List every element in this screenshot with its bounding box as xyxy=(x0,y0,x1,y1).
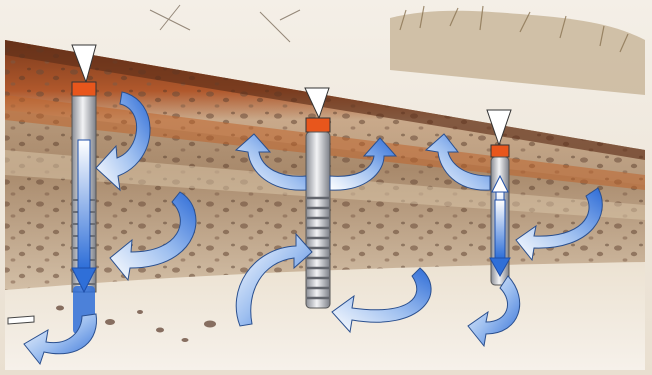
edge-arrow-icon xyxy=(8,316,34,324)
well-cap xyxy=(491,145,509,157)
well-casing xyxy=(306,132,330,308)
well-cap xyxy=(306,118,330,132)
well-cap xyxy=(72,82,96,96)
